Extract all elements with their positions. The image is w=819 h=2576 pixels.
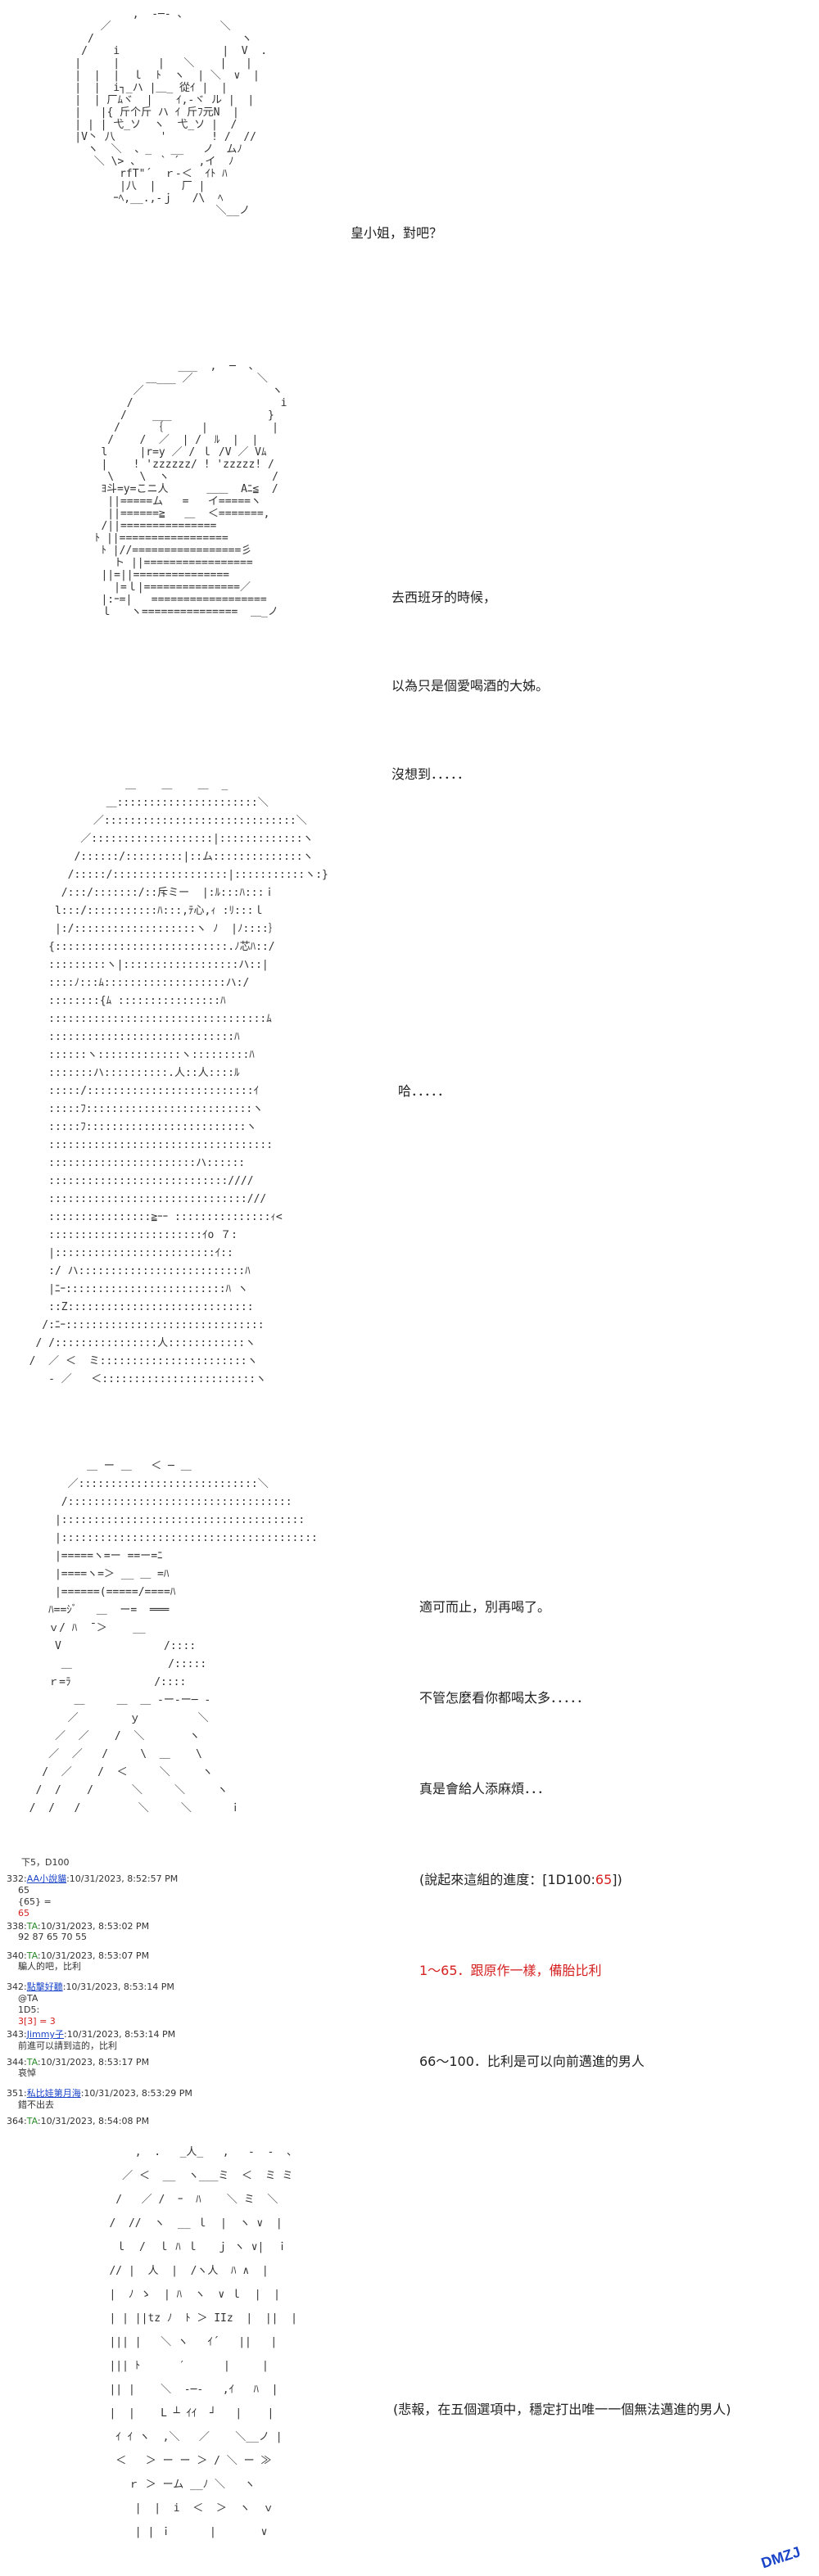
- dialog-line: 不管怎麼看你都喝太多．．．．．: [419, 1690, 590, 1706]
- dialog-final: (悲報，在五個選項中，穩定打出唯一一個無法邁進的男人): [393, 2348, 731, 2471]
- post-header: 338:TA:10/31/2023, 8:53:02 PM: [7, 1921, 150, 1932]
- post-332: 332:AA小說貓:10/31/2023, 8:52:57 PM 65{65} …: [7, 1872, 498, 1919]
- poster-name-link[interactable]: 私比娃第月海: [26, 2088, 81, 2099]
- panel-3: ＿ ＿ ＿ _ ＿::::::::::::::::::::::＼ ／::::::…: [0, 770, 819, 1441]
- dialog-line: 適可而止，別再喝了。: [419, 1599, 551, 1615]
- post-340: 340:TA:10/31/2023, 8:53:07 PM 騙人的吧，比利: [7, 1950, 498, 1973]
- post-343: 343:Jimmy子:10/31/2023, 8:53:14 PM 前進可以請到…: [7, 2027, 498, 2052]
- poster-name: TA: [26, 2057, 38, 2068]
- post-body: 哀悼: [18, 2068, 498, 2079]
- dialog-line: 哈．．．．．: [398, 1083, 451, 1099]
- post-date: 10/31/2023, 8:52:57 PM: [69, 1873, 179, 1884]
- post-header: 342:點擊好聽:10/31/2023, 8:53:14 PM: [7, 1982, 174, 1992]
- dialog-line-red: 1～65．跟原作一樣，備胎比利: [419, 1963, 602, 1978]
- post-body: 錯不出去: [18, 2099, 498, 2111]
- ascii-art-final: , . _人_ , - - 、 ／ ＜ __ ヽ___ミ ＜ ミ ミ / ／ /…: [109, 2146, 297, 2538]
- post-header: 344:TA:10/31/2023, 8:53:17 PM: [7, 2057, 150, 2068]
- poster-name-link[interactable]: 點擊好聽: [26, 1982, 63, 1992]
- post-id: 343: [7, 2029, 24, 2040]
- post-line: 92 87 65 70 55: [18, 1932, 87, 1942]
- dialog-line: (悲報，在五個選項中，穩定打出唯一一個無法邁進的男人): [393, 2402, 731, 2417]
- poster-name: TA: [26, 2116, 38, 2126]
- post-date: 10/31/2023, 8:53:17 PM: [40, 2057, 150, 2068]
- post-id: 340: [7, 1950, 24, 1961]
- panel-1: , -─- 、 ／ ＼ / ヽ / i | V . | | | ＼ | | | …: [0, 0, 819, 360]
- watermark-logo: DMZJ: [759, 2543, 803, 2571]
- dialog-line: 沒想到．．．．．: [391, 766, 471, 782]
- post-date: 10/31/2023, 8:54:08 PM: [40, 2116, 150, 2126]
- ascii-art-4: ＿ ー ＿ ＜ ─ ＿ ／:::::::::::::::::::::::::::…: [29, 1460, 318, 1814]
- dialog-line: 以為只是個愛喝酒的大姊。: [391, 678, 550, 694]
- post-body: 騙人的吧，比利: [18, 1961, 498, 1973]
- poster-name: TA: [26, 1950, 38, 1961]
- post-line-red: 65: [18, 1908, 29, 1918]
- dialog-3: 哈．．．．．: [398, 1030, 450, 1153]
- post-line: 錯不出去: [18, 2099, 54, 2110]
- panel-2: ___ , ─ 、 ＿___ ／ ＼ ／ ヽ / i / ___ } / ｛ |…: [0, 360, 819, 782]
- post-338: 338:TA:10/31/2023, 8:53:02 PM 92 87 65 7…: [7, 1921, 498, 1943]
- post-date: 10/31/2023, 8:53:02 PM: [40, 1921, 150, 1932]
- dialog-line: 去西班牙的時候，: [391, 590, 497, 605]
- poster-name: TA: [26, 1921, 38, 1932]
- dialog-line: (說起來這組的進度：[1D100:65]): [419, 1872, 622, 1887]
- panel-4: ＿ ー ＿ ＜ ─ ＿ ／:::::::::::::::::::::::::::…: [0, 1451, 819, 2069]
- roll-result: 65: [595, 1872, 613, 1887]
- post-line: 65: [18, 1885, 29, 1896]
- post-date: 10/31/2023, 8:53:14 PM: [66, 2029, 176, 2040]
- post-id: 344: [7, 2057, 24, 2068]
- thread-header: 下5，D100: [7, 1857, 498, 1869]
- ascii-art-2: ___ , ─ 、 ＿___ ／ ＼ ／ ヽ / i / ___ } / ｛ |…: [94, 360, 287, 618]
- post-date: 10/31/2023, 8:53:07 PM: [40, 1950, 150, 1961]
- ascii-art-3: ＿ ＿ ＿ _ ＿::::::::::::::::::::::＼ ／::::::…: [29, 779, 328, 1385]
- post-line: 哀悼: [18, 2068, 36, 2078]
- post-body: 92 87 65 70 55: [18, 1932, 498, 1943]
- dialog-1: 皇小姐，對吧？: [351, 172, 442, 295]
- post-line: {65} =: [18, 1896, 52, 1907]
- post-date: 10/31/2023, 8:53:29 PM: [84, 2088, 192, 2099]
- post-344: 344:TA:10/31/2023, 8:53:17 PM 哀悼: [7, 2057, 498, 2079]
- dialog-line: 皇小姐，對吧？: [351, 225, 443, 241]
- post-id: 332: [7, 1873, 24, 1884]
- post-date: 10/31/2023, 8:53:14 PM: [66, 1982, 174, 1992]
- poster-name-link[interactable]: AA小說貓: [26, 1873, 67, 1884]
- panel-final: , . _人_ , - - 、 ／ ＜ __ ヽ___ミ ＜ ミ ミ / ／ /…: [0, 2129, 819, 2571]
- post-header: 332:AA小說貓:10/31/2023, 8:52:57 PM: [7, 1873, 179, 1884]
- thread-header-text: 下5，D100: [21, 1857, 70, 1868]
- post-line-red: 3[3] = 3: [18, 2016, 56, 2027]
- post-header: 351:私比娃第月海:10/31/2023, 8:53:29 PM: [7, 2088, 192, 2099]
- post-body: 65{65} =65: [18, 1885, 498, 1919]
- post-header: 340:TA:10/31/2023, 8:53:07 PM: [7, 1950, 150, 1961]
- post-line: 前進可以請到這的，比利: [18, 2040, 117, 2051]
- dialog-line: 真是會給人添麻煩．．．: [419, 1781, 551, 1796]
- poster-name-link[interactable]: Jimmy子: [26, 2029, 64, 2040]
- post-id: 364: [7, 2116, 24, 2126]
- post-351: 351:私比娃第月海:10/31/2023, 8:53:29 PM 錯不出去: [7, 2086, 498, 2111]
- dialog-line: 66～100．比利是可以向前邁進的男人: [419, 2054, 645, 2069]
- post-body: 前進可以請到這的，比利: [18, 2040, 498, 2052]
- post-id: 338: [7, 1921, 24, 1932]
- post-line: 1D5:: [18, 2004, 40, 2015]
- watermark-text: DMZJ: [759, 2543, 803, 2571]
- post-line: 騙人的吧，比利: [18, 1961, 81, 1972]
- dialog-2: 去西班牙的時候， 以為只是個愛喝酒的大姊。 沒想到．．．．．: [391, 524, 549, 848]
- post-header: 364:TA:10/31/2023, 8:54:08 PM: [7, 2116, 150, 2126]
- post-364: 364:TA:10/31/2023, 8:54:08 PM: [7, 2116, 498, 2126]
- post-header: 343:Jimmy子:10/31/2023, 8:53:14 PM: [7, 2029, 176, 2040]
- dialog-4: 適可而止，別再喝了。 不管怎麼看你都喝太多．．．．． 真是會給人添麻煩．．． (…: [419, 1531, 645, 2137]
- ascii-art-1: , -─- 、 ／ ＼ / ヽ / i | V . | | | ＼ | | | …: [75, 8, 268, 217]
- post-id: 342: [7, 1982, 24, 1992]
- post-id: 351: [7, 2088, 24, 2099]
- post-line: @TA: [18, 1993, 38, 2004]
